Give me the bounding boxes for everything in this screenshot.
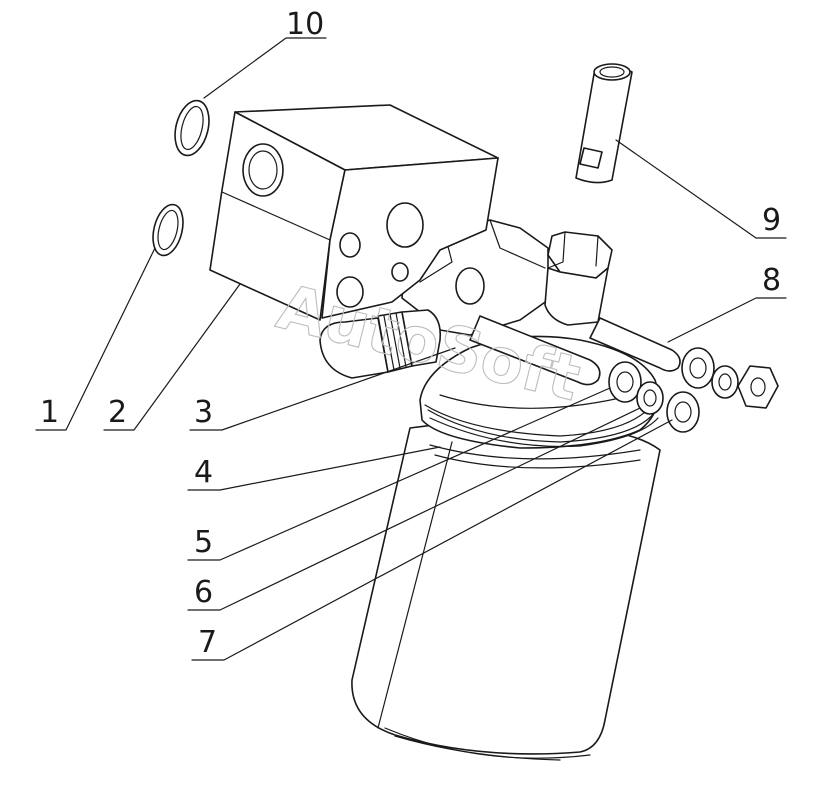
washers-and-nuts [608, 347, 779, 433]
callout-3: 3 [194, 395, 213, 430]
callout-4: 4 [194, 455, 213, 490]
threaded-fitting [319, 309, 442, 379]
callout-7: 7 [198, 625, 217, 660]
callout-5: 5 [194, 525, 213, 560]
callout-8: 8 [762, 263, 781, 298]
filter-head [419, 335, 659, 449]
sleeve-part [575, 63, 633, 184]
callout-9: 9 [762, 203, 781, 238]
callout-labels: 1 2 3 4 5 6 7 8 9 10 [40, 7, 781, 660]
callout-6: 6 [194, 575, 213, 610]
callout-10: 10 [286, 7, 324, 42]
o-rings [152, 99, 210, 257]
valve-block [209, 104, 499, 321]
callout-2: 2 [108, 395, 127, 430]
callout-1: 1 [40, 395, 59, 430]
long-bolts [469, 315, 681, 386]
top-fitting [544, 231, 613, 326]
leader-lines [35, 37, 787, 661]
